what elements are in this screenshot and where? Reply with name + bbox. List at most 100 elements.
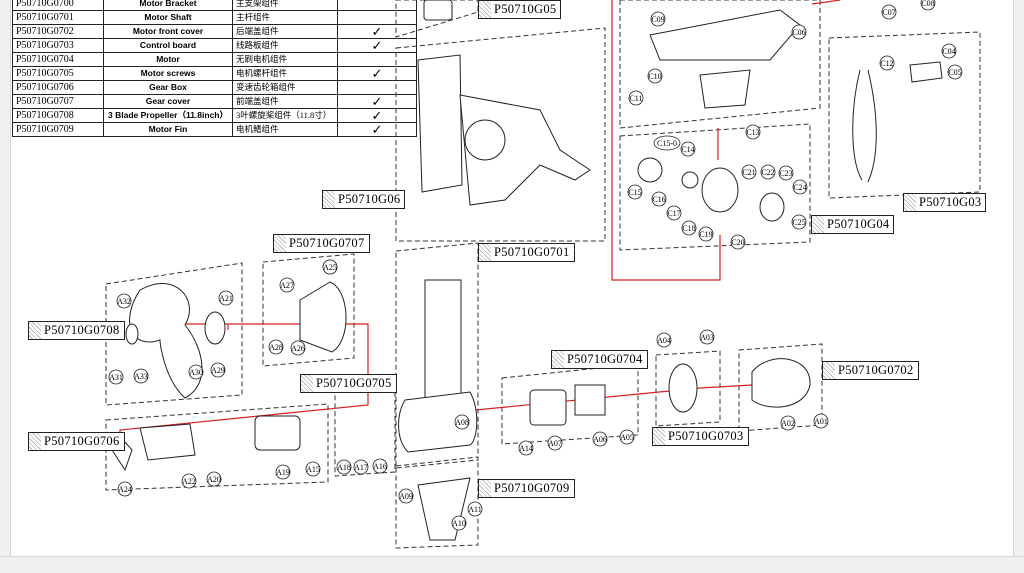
part-motor-housing (398, 391, 478, 453)
part-front-cover (751, 358, 811, 408)
callout-label: A30 (189, 368, 203, 377)
callout-c21: C21 (741, 164, 757, 180)
callout-label: A26 (291, 344, 305, 353)
callout-c05: C05 (947, 64, 963, 80)
callout-label: A29 (211, 366, 225, 375)
group-box-g0709 (395, 456, 479, 549)
callout-c12: C12 (879, 55, 895, 71)
group-label-g0701: P50710G0701 (478, 243, 575, 262)
callout-label: A02 (781, 419, 795, 428)
part-c16 (681, 171, 699, 189)
callout-label: C15 (628, 188, 641, 197)
callout-label: A19 (276, 468, 290, 477)
callout-label: A10 (452, 519, 466, 528)
callout-label: C22 (761, 168, 774, 177)
callout-label: A14 (519, 444, 533, 453)
part-motor (529, 389, 567, 426)
callout-a16: A16 (372, 458, 388, 474)
callout-label: A28 (269, 343, 283, 352)
part-a29 (204, 311, 226, 345)
group-box-g03 (828, 31, 981, 199)
callout-label: C07 (882, 8, 895, 17)
callout-c08: C08 (920, 0, 936, 11)
group-box-g0707 (262, 253, 355, 367)
group-label-g0707: P50710G0707 (273, 234, 370, 253)
group-label-g0702: P50710G0702 (822, 361, 919, 380)
callout-a20: A20 (206, 471, 222, 487)
callout-label: C25 (792, 218, 805, 227)
callout-label: A32 (117, 297, 131, 306)
callout-label: A27 (280, 281, 294, 290)
part-top-clip (699, 69, 751, 109)
callout-c14: C14 (680, 141, 696, 157)
callout-label: A11 (468, 505, 481, 514)
callout-label: A24 (118, 485, 132, 494)
callout-c07: C07 (881, 4, 897, 20)
callout-label: C09 (651, 15, 664, 24)
callout-c19: C19 (698, 226, 714, 242)
group-label-g0708: P50710G0708 (28, 321, 125, 340)
callout-c16: C16 (651, 191, 667, 207)
callout-label: A16 (373, 462, 387, 471)
callout-a31: A31 (108, 369, 124, 385)
callout-a09: A09 (398, 488, 414, 504)
callout-label: A07 (548, 439, 562, 448)
callout-label: C12 (880, 59, 893, 68)
callout-label: C16 (652, 195, 665, 204)
group-label-g0705: P50710G0705 (300, 374, 397, 393)
callout-c13: C13 (745, 124, 761, 140)
callout-a18: A18 (336, 459, 352, 475)
callout-a30: A30 (188, 364, 204, 380)
callout-a25: A25 (322, 259, 338, 275)
callout-c20: C20 (730, 234, 746, 250)
callout-a08: A08 (454, 414, 470, 430)
part-a23 (139, 423, 196, 461)
part-a33 (125, 323, 139, 345)
callout-a24: A24 (117, 481, 133, 497)
callout-a32: A32 (116, 293, 132, 309)
callout-c04: C04 (941, 43, 957, 59)
callout-label: C15-0 (657, 139, 677, 148)
callout-a22: A22 (181, 473, 197, 489)
callout-label: C14 (681, 145, 694, 154)
group-label-g0709: P50710G0709 (478, 479, 575, 498)
callout-label: C13 (746, 128, 759, 137)
callout-c23: C23 (778, 165, 794, 181)
part-motor-fin (417, 477, 471, 541)
callout-c06: C06 (791, 24, 807, 40)
callout-a11: A11 (467, 501, 483, 517)
assembly-line-1 (611, 0, 721, 281)
callout-label: C11 (629, 94, 642, 103)
parts-table-check-cell: ✓ (337, 122, 417, 137)
callout-label: C18 (682, 224, 695, 233)
assembly-line-7 (811, 0, 841, 5)
callout-c22: C22 (760, 164, 776, 180)
callout-label: C21 (742, 168, 755, 177)
viewer-bottom-edge (0, 556, 1024, 573)
part-g05 (423, 0, 453, 21)
callout-label: A01 (814, 417, 828, 426)
callout-c09: C09 (650, 11, 666, 27)
callout-c15-0: C15-0 (653, 135, 681, 151)
callout-c10: C10 (647, 68, 663, 84)
callout-label: C17 (667, 209, 680, 218)
callout-label: C24 (793, 183, 806, 192)
callout-label: C06 (792, 28, 805, 37)
assembly-line-5 (444, 387, 701, 414)
group-label-g06: P50710G06 (322, 190, 406, 209)
part-control-board (668, 363, 698, 413)
callout-label: A20 (207, 475, 221, 484)
callout-label: A17 (354, 463, 368, 472)
part-a19 (254, 415, 301, 451)
group-label-g04: P50710G04 (811, 215, 895, 234)
callout-a02: A02 (780, 415, 796, 431)
callout-a14: A14 (518, 440, 534, 456)
callout-a17: A17 (353, 459, 369, 475)
group-label-g0706: P50710G0706 (28, 432, 125, 451)
callout-label: A33 (134, 372, 148, 381)
